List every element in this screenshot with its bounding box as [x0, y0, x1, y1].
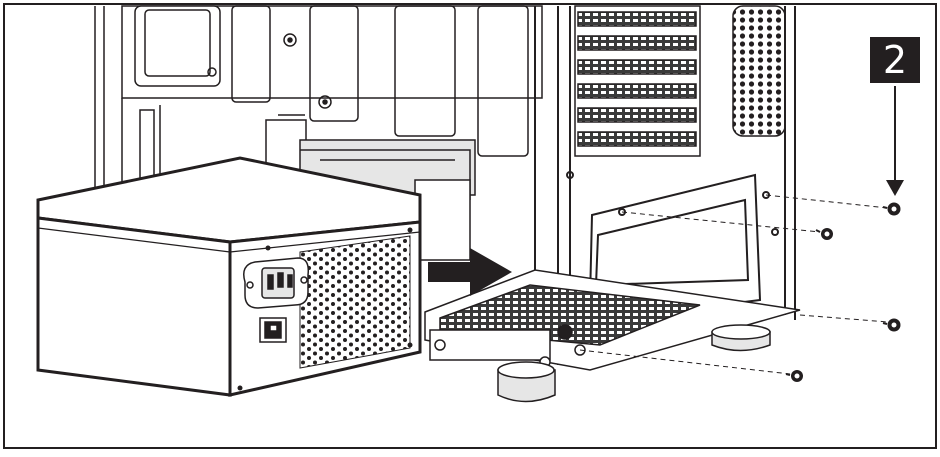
step-number-badge: 2: [870, 37, 920, 83]
screw-alignment-lines: [579, 194, 889, 375]
screw-icon: [882, 318, 901, 332]
rear-fan-vent: [732, 5, 786, 137]
insertion-arrow: [428, 248, 512, 296]
psu-vent-grille: [299, 235, 411, 369]
case-feet: [497, 324, 771, 403]
screw-icon: [815, 228, 833, 240]
step-arrow-down-icon: [886, 86, 904, 196]
screws: [785, 202, 901, 382]
screw-icon: [882, 202, 901, 216]
case-interior: [94, 5, 543, 261]
psu-screw-holes: [237, 227, 413, 391]
screw-icon: [785, 370, 803, 382]
psu-power-switch: [259, 317, 287, 343]
ac-power-inlet: [243, 257, 310, 309]
psu-bay-floor: [424, 269, 801, 371]
expansion-slots: [574, 5, 701, 157]
